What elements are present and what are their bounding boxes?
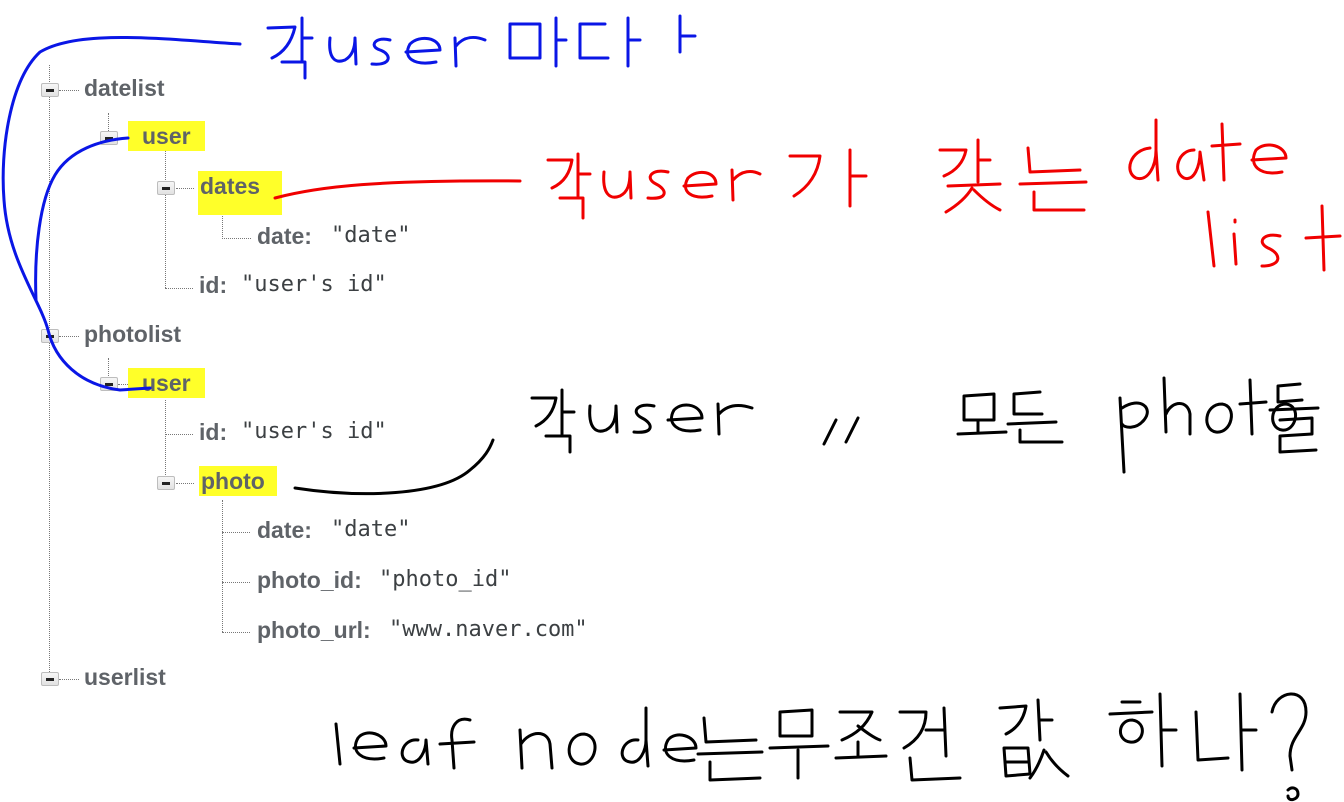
key-dates-date: date: [257,223,312,249]
guide-photolist [59,336,79,337]
guide-userlist [59,679,79,680]
guide-photo-url [222,632,250,633]
node-datelist[interactable]: datelist [84,75,165,101]
guide-photolist-children [108,358,109,380]
guide-datelist [59,90,79,91]
key-photo-date: date: [257,517,312,543]
value-user2-id: "user's id" [241,419,387,444]
node-photolist[interactable]: photolist [84,321,182,347]
red-annotation [273,118,1342,272]
guide-user2-id [165,434,193,435]
guide-user1-children [165,150,166,288]
blue-annotation [1,14,697,392]
black-annotation-bottom [334,692,1308,802]
black-annotation-photo [293,376,1320,496]
guide-user-2 [118,384,128,385]
guide-photo [176,483,194,484]
guide-user1-id [165,288,193,289]
value-user1-id: "user's id" [241,272,387,297]
node-photo[interactable]: photo [199,466,277,496]
value-dates-date: "date" [331,223,411,248]
collapse-userlist-toggle[interactable] [41,672,59,686]
node-userlist[interactable]: userlist [84,664,166,686]
node-photolist-user[interactable]: user [128,368,205,398]
guide-dates [176,188,194,189]
node-dates[interactable]: dates [198,171,283,215]
guide-datelist-children [108,113,109,135]
guide-photo-children [222,500,223,632]
value-photo-id: "photo_id" [379,567,512,592]
node-datelist-user[interactable]: user [128,121,205,151]
collapse-photo-toggle[interactable] [157,476,175,490]
root-guide-line [49,65,50,680]
key-user1-id: id: [199,272,228,298]
guide-photo-date [222,532,250,533]
value-photo-date: "date" [331,517,411,542]
collapse-datelist-toggle[interactable] [41,83,59,97]
key-photo-url: photo_url: [257,617,371,643]
guide-user2-children [165,400,166,475]
collapse-dates-toggle[interactable] [157,181,175,195]
value-photo-url: "www.naver.com" [389,617,588,642]
guide-dates-date [222,205,251,239]
guide-photo-id [222,582,250,583]
key-user2-id: id: [199,419,228,445]
key-photo-id: photo_id: [257,567,362,593]
